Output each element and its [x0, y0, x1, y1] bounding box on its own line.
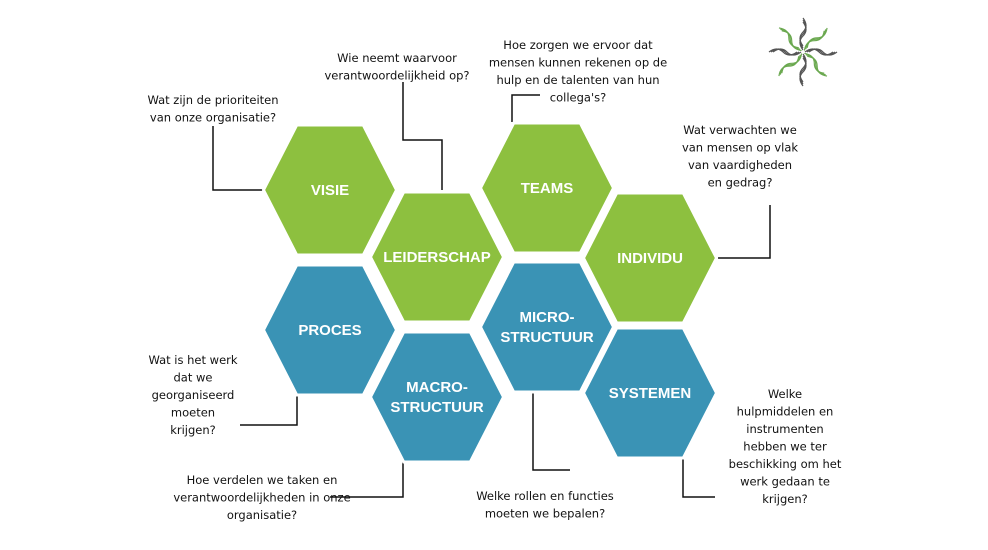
- hexagon-teams: TEAMS: [478, 121, 616, 255]
- question-line: moeten we bepalen?: [485, 507, 605, 521]
- hexagon-label: MICRO- STRUCTUUR: [500, 309, 593, 346]
- question-line: collega's?: [550, 91, 606, 105]
- hexagon-label-line: SYSTEMEN: [609, 385, 692, 402]
- question-line: mensen kunnen rekenen op de: [489, 56, 667, 70]
- question-macrostructuur: Hoe verdelen we taken en verantwoordelijk…: [173, 473, 350, 522]
- hexagon-label-line: LEIDERSCHAP: [383, 249, 491, 266]
- question-line: Wie neemt waarvoor: [337, 51, 457, 65]
- hexagon-shape: [261, 123, 399, 257]
- hexagon-shape: [368, 190, 506, 324]
- question-individu: Wat verwachten we van mensen op vlak van v…: [682, 123, 798, 190]
- question-line: krijgen?: [170, 423, 216, 437]
- logo-arm: [807, 55, 828, 77]
- hexagon-label: INDIVIDU: [617, 250, 683, 267]
- question-line: verantwoordelijkheden in onze: [173, 491, 350, 505]
- connector-individu: [718, 205, 771, 259]
- hexagon-shape: [478, 121, 616, 255]
- question-systemen: Welke hulpmiddelen en instrumenten hebben w…: [729, 387, 842, 506]
- hexagon-label-line: MICRO-: [520, 309, 575, 326]
- question-line: Welke rollen en functies: [476, 489, 614, 503]
- connector-visie: [212, 126, 263, 191]
- hexagon-proces: PROCES: [261, 263, 399, 397]
- hexagon-macrostructuur: MACRO- STRUCTUUR: [368, 330, 506, 464]
- connector-proces: [240, 393, 298, 426]
- hexagon-label: PROCES: [298, 322, 361, 339]
- question-line: hulp en de talenten van hun: [496, 73, 659, 87]
- logo-arm: [808, 48, 838, 56]
- hexagon-label: VISIE: [311, 182, 349, 199]
- question-line: Wat is het werk: [148, 353, 237, 367]
- logo-arm: [799, 17, 807, 47]
- hexagon-shape: [261, 263, 399, 397]
- question-line: werk gedaan te: [740, 475, 830, 489]
- hexagon-label-line: STRUCTUUR: [500, 329, 593, 346]
- hexagon-label-line: INDIVIDU: [617, 250, 683, 267]
- hexagon-label-line: MACRO-: [406, 379, 468, 396]
- connector-macrostructuur: [330, 462, 404, 498]
- hexagon-label: SYSTEMEN: [609, 385, 692, 402]
- question-line: Hoe zorgen we ervoor dat: [503, 38, 653, 52]
- hexagon-shape: [581, 191, 719, 325]
- question-line: hulpmiddelen en: [737, 405, 834, 419]
- question-line: en gedrag?: [708, 176, 773, 190]
- question-visie: Wat zijn de prioriteiten van onze organis…: [147, 93, 278, 125]
- question-line: Welke: [768, 387, 802, 401]
- question-line: dat we: [174, 371, 213, 385]
- connector-lines: [212, 82, 771, 498]
- hexagon-label-line: TEAMS: [521, 180, 574, 197]
- question-line: Wat zijn de prioriteiten: [147, 93, 278, 107]
- connector-leiderschap: [402, 82, 443, 190]
- logo-arm: [806, 27, 828, 48]
- connector-teams: [511, 94, 540, 122]
- question-line: van vaardigheden: [688, 158, 792, 172]
- logo-arm: [778, 27, 799, 49]
- question-line: beschikking om het: [729, 457, 842, 471]
- logo-arm: [799, 57, 807, 87]
- swirl-star-logo: [768, 17, 838, 87]
- question-proces: Wat is het werk dat we georganiseerd moeten…: [148, 353, 237, 437]
- hexagon-systemen: SYSTEMEN: [581, 326, 719, 460]
- question-line: Hoe verdelen we taken en: [187, 473, 338, 487]
- question-line: van onze organisatie?: [150, 111, 276, 125]
- hexagon-label-line: PROCES: [298, 322, 361, 339]
- logo-arm: [768, 48, 798, 56]
- hexagon-label: MACRO- STRUCTUUR: [390, 379, 483, 416]
- logo-arm: [778, 56, 800, 77]
- hexagon-visie: VISIE: [261, 123, 399, 257]
- question-teams: Hoe zorgen we ervoor dat mensen kunnen re…: [489, 38, 667, 105]
- hexagon-leiderschap: LEIDERSCHAP: [368, 190, 506, 324]
- hexagon-label: LEIDERSCHAP: [383, 249, 491, 266]
- question-line: hebben we ter: [743, 440, 827, 454]
- hexagon-label: TEAMS: [521, 180, 574, 197]
- question-line: instrumenten: [746, 422, 823, 436]
- question-line: van mensen op vlak: [682, 141, 798, 155]
- hexagon-microstructuur: MICRO- STRUCTUUR: [478, 260, 616, 394]
- hexagon-shape: [478, 260, 616, 394]
- question-line: Wat verwachten we: [683, 123, 797, 137]
- question-line: moeten: [171, 406, 215, 420]
- connector-microstructuur: [532, 392, 570, 471]
- hexagon-shape: [581, 326, 719, 460]
- question-line: krijgen?: [762, 492, 808, 506]
- connector-systemen: [682, 458, 715, 498]
- question-line: organisatie?: [227, 508, 297, 522]
- question-microstructuur: Welke rollen en functies moeten we bepale…: [476, 489, 614, 521]
- hexagon-label-line: STRUCTUUR: [390, 399, 483, 416]
- hexagon-individu: INDIVIDU: [581, 191, 719, 325]
- hexagon-label-line: VISIE: [311, 182, 349, 199]
- question-line: verantwoordelijkheid op?: [324, 69, 469, 83]
- hexagon-shape: [368, 330, 506, 464]
- question-line: georganiseerd: [152, 388, 235, 402]
- question-leiderschap: Wie neemt waarvoor verantwoordelijkheid o…: [324, 51, 469, 83]
